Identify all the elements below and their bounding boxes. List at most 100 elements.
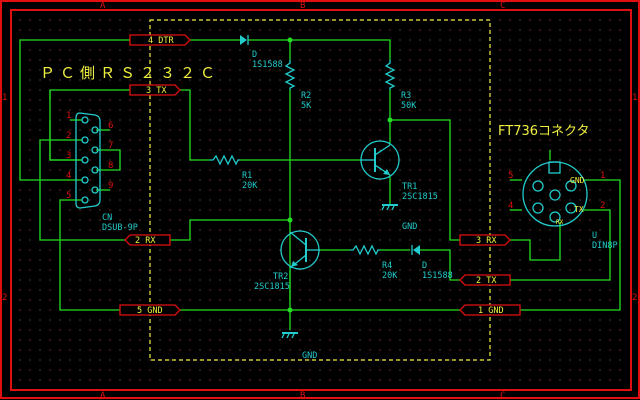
grid-dot xyxy=(439,39,441,41)
grid-dot xyxy=(229,109,231,111)
grid-dot xyxy=(119,49,121,51)
grid-dot xyxy=(379,299,381,301)
grid-dot xyxy=(119,369,121,371)
grid-dot xyxy=(169,49,171,51)
grid-dot xyxy=(359,139,361,141)
grid-dot xyxy=(179,259,181,261)
grid-dot xyxy=(349,189,351,191)
grid-dot xyxy=(509,359,511,361)
grid-dot xyxy=(599,359,601,361)
grid-dot xyxy=(599,259,601,261)
grid-dot xyxy=(569,359,571,361)
grid-dot xyxy=(59,29,61,31)
grid-dot xyxy=(129,69,131,71)
grid-dot xyxy=(479,29,481,31)
grid-dot xyxy=(429,139,431,141)
grid-dot xyxy=(519,319,521,321)
grid-dot xyxy=(449,329,451,331)
grid-dot xyxy=(529,319,531,321)
grid-dot xyxy=(249,259,251,261)
grid-dot xyxy=(559,319,561,321)
grid-dot xyxy=(149,369,151,371)
grid-dot xyxy=(129,359,131,361)
grid-dot xyxy=(349,239,351,241)
grid-dot xyxy=(239,229,241,231)
grid-dot xyxy=(499,139,501,141)
grid-dot xyxy=(559,39,561,41)
grid-dot xyxy=(549,59,551,61)
grid-dot xyxy=(469,349,471,351)
grid-dot xyxy=(439,179,441,181)
svg-text:R3: R3 xyxy=(401,91,411,101)
grid-dot xyxy=(169,339,171,341)
grid-dot xyxy=(499,119,501,121)
grid-dot xyxy=(599,139,601,141)
grid-dot xyxy=(329,69,331,71)
grid-dot xyxy=(269,299,271,301)
grid-dot xyxy=(599,219,601,221)
grid-dot xyxy=(449,19,451,21)
grid-dot xyxy=(79,319,81,321)
grid-dot xyxy=(339,169,341,171)
grid-dot xyxy=(39,369,41,371)
grid-dot xyxy=(329,379,331,381)
grid-dot xyxy=(429,159,431,161)
grid-dot xyxy=(119,119,121,121)
grid-dot xyxy=(519,19,521,21)
wire-rx-to-tr2 xyxy=(170,219,290,241)
grid-dot xyxy=(229,249,231,251)
grid-dot xyxy=(299,249,301,251)
grid-dot xyxy=(49,49,51,51)
grid-dot xyxy=(109,159,111,161)
grid-dot xyxy=(109,349,111,351)
grid-dot xyxy=(149,359,151,361)
grid-dot xyxy=(549,109,551,111)
grid-dot xyxy=(39,319,41,321)
grid-dot xyxy=(559,379,561,381)
grid-dot xyxy=(539,69,541,71)
grid-dot xyxy=(389,329,391,331)
grid-dot xyxy=(349,59,351,61)
grid-dot xyxy=(119,189,121,191)
grid-dot xyxy=(219,319,221,321)
grid-dot xyxy=(249,99,251,101)
grid-dot xyxy=(569,149,571,151)
grid-dot xyxy=(259,79,261,81)
grid-dot xyxy=(279,319,281,321)
grid-dot xyxy=(259,149,261,151)
grid-dot xyxy=(259,249,261,251)
grid-dot xyxy=(369,379,371,381)
grid-dot xyxy=(319,99,321,101)
wire-tx-radio xyxy=(510,209,611,281)
grid-dot xyxy=(549,349,551,351)
grid-dot xyxy=(519,269,521,271)
grid-dot xyxy=(359,79,361,81)
grid-dot xyxy=(399,139,401,141)
grid-dot xyxy=(109,279,111,281)
grid-dot xyxy=(109,339,111,341)
grid-dot xyxy=(469,379,471,381)
grid-dot xyxy=(559,19,561,21)
grid-dot xyxy=(299,369,301,371)
grid-dot xyxy=(349,279,351,281)
grid-dot xyxy=(49,69,51,71)
grid-dot xyxy=(279,209,281,211)
grid-dot xyxy=(209,319,211,321)
grid-dot xyxy=(539,169,541,171)
grid-dot xyxy=(109,69,111,71)
grid-dot xyxy=(579,359,581,361)
grid-dot xyxy=(579,109,581,111)
grid-dot xyxy=(49,329,51,331)
grid-dot xyxy=(79,149,81,151)
svg-text:5: 5 xyxy=(508,171,513,181)
grid-dot xyxy=(249,139,251,141)
grid-dot xyxy=(419,239,421,241)
grid-dot xyxy=(579,239,581,241)
grid-dot xyxy=(219,369,221,371)
grid-dot xyxy=(119,79,121,81)
grid-dot xyxy=(69,59,71,61)
grid-dot xyxy=(339,209,341,211)
grid-dot xyxy=(309,29,311,31)
grid-dot xyxy=(529,69,531,71)
grid-dot xyxy=(409,39,411,41)
